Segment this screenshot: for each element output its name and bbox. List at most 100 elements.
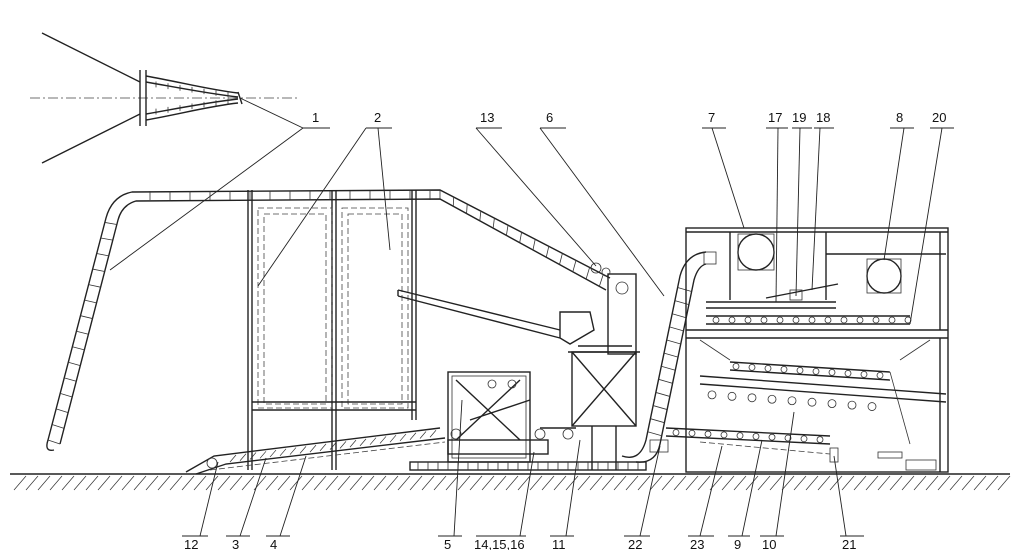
ground-hatch-line [661, 475, 675, 491]
dryer-building [685, 227, 949, 473]
ground-hatch-line [217, 475, 231, 491]
boom-rung [492, 218, 495, 229]
ground-hatch-line [697, 475, 711, 491]
callout-4: 4 [270, 537, 277, 550]
roller [704, 430, 712, 438]
separator-machine [447, 371, 576, 463]
screen-opening [807, 397, 817, 407]
elevator-rung [669, 326, 684, 332]
boom-rung [104, 222, 117, 225]
elevator-rung [672, 313, 687, 319]
ground-hatch-line [733, 475, 747, 491]
roller [792, 316, 800, 324]
screen-opening [847, 400, 857, 410]
ground-hatch-line [841, 475, 855, 491]
ground-hatch-line [181, 475, 195, 491]
callout-23: 23 [690, 537, 704, 550]
floor-hatch-line [299, 446, 307, 454]
roller [796, 366, 804, 374]
ground-hatch-line [13, 475, 27, 491]
callout-13: 13 [480, 110, 494, 125]
callout-20: 20 [932, 110, 946, 125]
roller [780, 365, 788, 373]
boom-rung [545, 246, 550, 258]
elevator-rung [666, 339, 681, 345]
floor-hatch-line [369, 437, 377, 445]
boom-rung [72, 346, 85, 351]
ground-hatch-line [481, 475, 495, 491]
floor-hatch-line [319, 443, 327, 452]
bottom-belt [409, 461, 647, 471]
callout-9: 9 [734, 537, 741, 550]
callout-5: 5 [444, 537, 451, 550]
ground-hatch-line [37, 475, 51, 491]
elevator-rung [658, 378, 673, 384]
boom-rung [88, 284, 101, 288]
ground-hatch-line [193, 475, 207, 491]
screen-opening [867, 402, 877, 411]
floor-hatch-line [399, 433, 407, 442]
callout-14-15-16: 14,15,16 [474, 537, 525, 550]
loading-boom [46, 189, 611, 451]
boom-rung [506, 225, 509, 236]
ground-hatch-line [145, 475, 159, 491]
boom-rung [479, 211, 482, 221]
boom-rung [466, 204, 468, 214]
floor-hatch-line [269, 449, 277, 458]
ground-hatch-line [541, 475, 555, 491]
inclined-elevator [621, 251, 707, 463]
ground-hatch-line [589, 475, 603, 491]
ground-hatch-line [469, 475, 483, 491]
ground-hatch-line [673, 475, 687, 491]
roller [872, 316, 880, 324]
boom-rung [64, 377, 77, 382]
boom-rung [56, 408, 69, 414]
ground-hatch-line [121, 475, 135, 491]
ground-hatch-line [361, 475, 375, 491]
ground-hatch-line [637, 475, 651, 491]
floor-hatch-line [259, 451, 267, 459]
roller [688, 429, 696, 437]
floor-hatch-line [349, 439, 357, 448]
ground-hatch-line [385, 475, 399, 491]
roller [720, 431, 728, 439]
ground-hatch-line [973, 475, 987, 491]
floor-hatch-line [409, 432, 417, 440]
callout-18: 18 [816, 110, 830, 125]
ground-hatch-line [313, 475, 327, 491]
boom-rung [96, 253, 109, 257]
floor-hatch-line [419, 431, 427, 439]
ground-hatch-line [433, 475, 447, 491]
boom-rung [585, 267, 590, 280]
floor-hatch-line [389, 434, 397, 443]
floor-hatch-line [429, 430, 437, 438]
ground-hatch-line [25, 475, 39, 491]
floor-hatch-line [289, 447, 297, 455]
elevator-rung [661, 365, 676, 371]
ground-hatch-line [421, 475, 435, 491]
elevator-rung [647, 431, 662, 437]
ground-hatch-line [961, 475, 975, 491]
roller [816, 436, 824, 443]
screen-opening [707, 390, 717, 400]
ground-hatch-line [937, 475, 951, 491]
ground-hatch-line [49, 475, 63, 491]
ground-hatch-line [277, 475, 291, 491]
callout-19: 19 [792, 110, 806, 125]
ground-hatch-line [757, 475, 771, 491]
ground-hatch-line [505, 475, 519, 491]
discharge-hopper [568, 345, 640, 470]
feed-chute [397, 289, 595, 345]
roller [672, 429, 680, 436]
floor-hatch-line [279, 448, 287, 457]
ground-hatch-line [97, 475, 111, 491]
ground-hatch-line [445, 475, 459, 491]
roller [888, 316, 896, 324]
boom-rung [100, 237, 113, 241]
ground-hatch-line [169, 475, 183, 491]
ground-hatch-line [829, 475, 843, 491]
ground-hatch-line [265, 475, 279, 491]
ground-hatch-line [949, 475, 963, 491]
elevator-rung [650, 418, 665, 424]
